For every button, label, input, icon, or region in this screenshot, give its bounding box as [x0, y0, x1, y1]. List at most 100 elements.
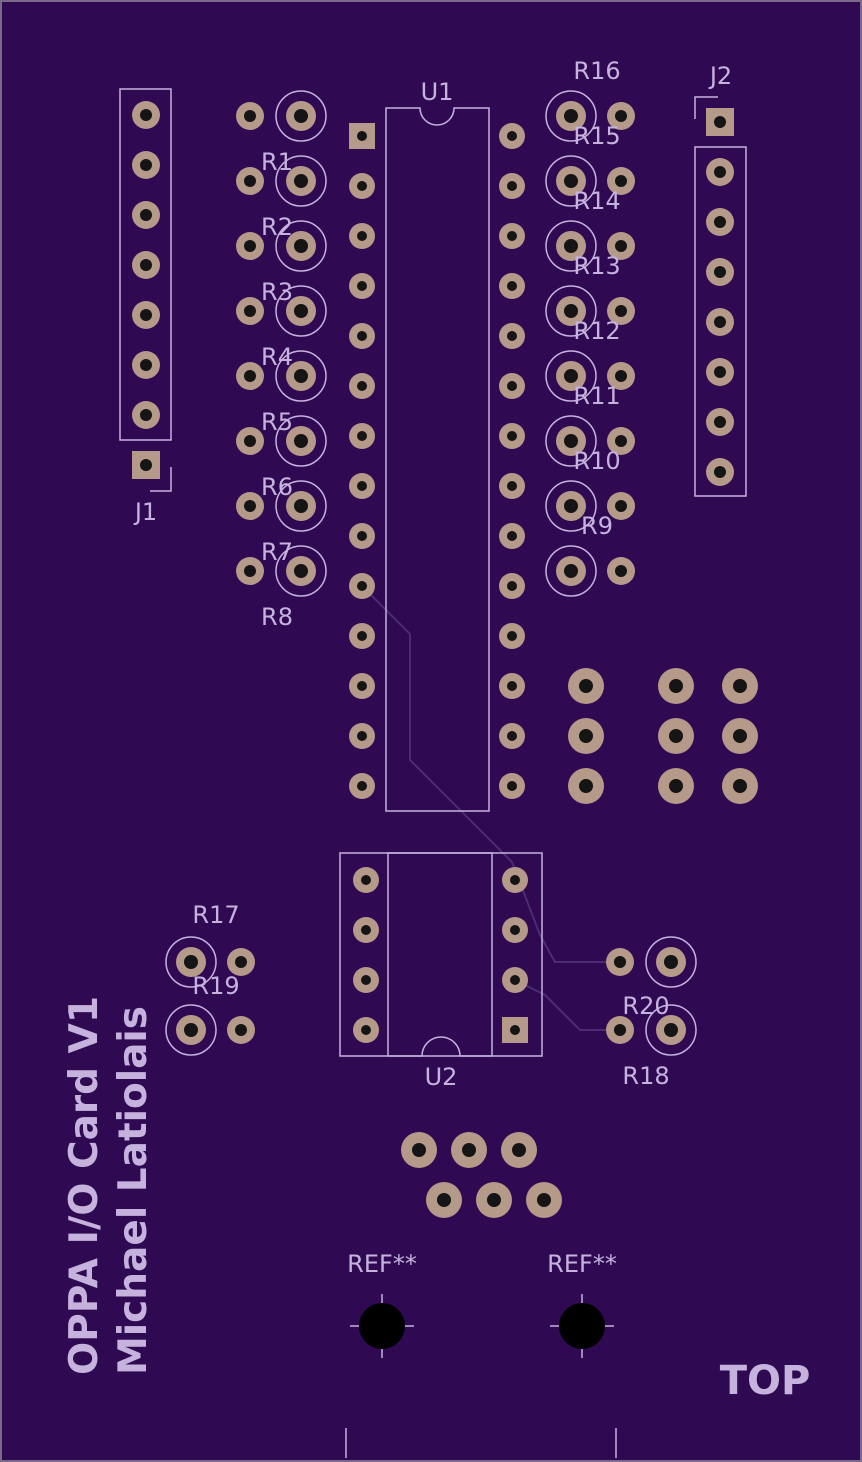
label-r4: R4 — [261, 343, 293, 371]
u1-pin-9-drill — [357, 531, 367, 541]
u1-pin-10-drill — [357, 581, 367, 591]
u1-pin-17 — [499, 673, 525, 699]
r6-pad-a-drill — [244, 435, 256, 447]
label-r8: R8 — [261, 603, 293, 631]
r5-pad-b-drill — [294, 369, 308, 383]
j1-pin-3-drill — [140, 359, 152, 371]
label-r1: R1 — [261, 148, 293, 176]
u1-pin-13 — [349, 723, 375, 749]
r11-outline — [545, 415, 597, 467]
j2-pin-1-drill — [714, 116, 726, 128]
j1-pin-5-drill — [140, 259, 152, 271]
label-r9: R9 — [581, 512, 613, 540]
r4-outline — [275, 285, 327, 337]
u2-inner-outline — [387, 852, 493, 1057]
r4-pad-b — [286, 296, 316, 326]
r1-pad-b — [286, 101, 316, 131]
r10-pad-b-drill — [615, 500, 627, 512]
r7-pad-a-drill — [244, 500, 256, 512]
r1-outline — [275, 90, 327, 142]
trace-u2-r18 — [514, 979, 620, 1031]
j2-pin-3 — [706, 208, 734, 236]
header-1-pin-1-drill — [579, 679, 593, 693]
r18-pad-a-drill — [614, 1024, 626, 1036]
r13-pad-a — [556, 296, 586, 326]
u1-pin-7-drill — [357, 431, 367, 441]
u1-pin-17-drill — [507, 681, 517, 691]
u1-pin-27 — [499, 173, 525, 199]
label-r12: R12 — [573, 317, 620, 345]
r3-pad-b-drill — [294, 239, 308, 253]
u2-pin-3-drill — [510, 925, 520, 935]
u1-pin-1 — [349, 123, 375, 149]
j1-pin-4-drill — [140, 309, 152, 321]
u1-pin-25-drill — [507, 281, 517, 291]
dsub-top-pin-2-drill — [462, 1143, 476, 1157]
u1-pin-8-drill — [357, 481, 367, 491]
label-r20: R20 — [622, 992, 669, 1020]
u1-pin-11 — [349, 623, 375, 649]
u1-pin-12 — [349, 673, 375, 699]
j2-pin-5-drill — [714, 316, 726, 328]
r15-pad-a-drill — [564, 174, 578, 188]
r1-pad-a-drill — [244, 110, 256, 122]
j1-pin-8 — [132, 101, 160, 129]
j1-pin-6 — [132, 201, 160, 229]
u2-pin-4 — [502, 867, 528, 893]
r16-pad-b-drill — [615, 110, 627, 122]
j1-pin-7-drill — [140, 159, 152, 171]
j2-pin-3-drill — [714, 216, 726, 228]
j2-pin-2 — [706, 158, 734, 186]
label-r3: R3 — [261, 278, 293, 306]
pads-layer — [132, 90, 758, 1349]
u2-footprint — [339, 852, 543, 1057]
r9-pad-a — [556, 556, 586, 586]
r6-pad-b-drill — [294, 434, 308, 448]
r6-outline — [275, 415, 327, 467]
r15-pad-a — [556, 166, 586, 196]
j1-pin-3 — [132, 351, 160, 379]
r17-outline — [165, 936, 217, 988]
r16-outline — [545, 90, 597, 142]
u1-pin-20-drill — [507, 531, 517, 541]
u1-pin-12-drill — [357, 681, 367, 691]
r3-outline — [275, 220, 327, 272]
r20-pad-a-drill — [614, 956, 626, 968]
r18-pad-b — [656, 1015, 686, 1045]
u1-pin-28-drill — [507, 131, 517, 141]
header-1-pin-2 — [568, 718, 604, 754]
label-r7: R7 — [261, 538, 293, 566]
j2-pin-7-drill — [714, 416, 726, 428]
u1-pin-6 — [349, 373, 375, 399]
header-2-pin-1-drill — [669, 679, 683, 693]
j1-pin-1-drill — [140, 459, 152, 471]
r12-pad-b-drill — [615, 370, 627, 382]
j1-pin-2 — [132, 401, 160, 429]
u1-pin-22 — [499, 423, 525, 449]
r8-pad-b — [286, 556, 316, 586]
u1-pin-19 — [499, 573, 525, 599]
header-3-pin-2 — [722, 718, 758, 754]
u1-pin-6-drill — [357, 381, 367, 391]
u2-pin-5 — [353, 1017, 379, 1043]
r7-pad-b — [286, 491, 316, 521]
label-r10: R10 — [573, 447, 620, 475]
r8-pad-a-drill — [244, 565, 256, 577]
r14-pad-b — [607, 232, 635, 260]
label-u1: U1 — [421, 78, 454, 106]
label-r14: R14 — [573, 187, 620, 215]
u1-pin-3-drill — [357, 231, 367, 241]
u1-pin-27-drill — [507, 181, 517, 191]
u1-pin-4 — [349, 273, 375, 299]
r1-pad-a — [236, 102, 264, 130]
j2-pin-2-drill — [714, 166, 726, 178]
r18-pad-a — [606, 1016, 634, 1044]
r16-pad-a-drill — [564, 109, 578, 123]
label-r11: R11 — [573, 382, 620, 410]
u1-pin-14 — [349, 773, 375, 799]
label-r13: R13 — [573, 252, 620, 280]
u1-pin-15-drill — [507, 781, 517, 791]
r4-pad-a — [236, 297, 264, 325]
